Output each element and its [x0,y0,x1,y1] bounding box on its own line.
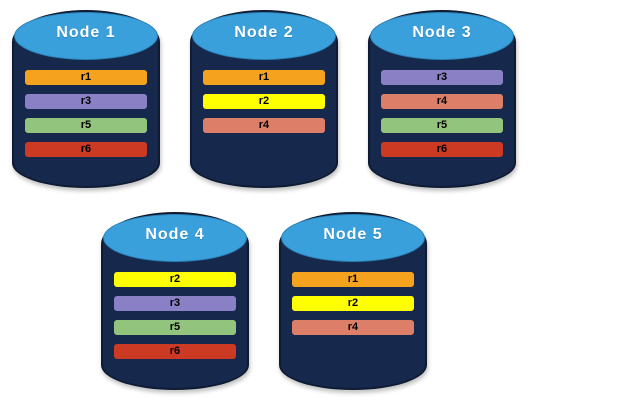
database-node-1[interactable]: Node 1 r1 r3 r5 r6 [12,10,160,188]
replica-bar-r2[interactable]: r2 [203,94,325,109]
database-node-5[interactable]: Node 5 r1 r2 r4 [279,212,427,390]
database-node-4[interactable]: Node 4 r2 r3 r5 r6 [101,212,249,390]
replica-bar-r3[interactable]: r3 [25,94,147,109]
replica-list: r1 r2 r4 [190,70,338,133]
node-title: Node 2 [234,24,294,41]
database-node-3[interactable]: Node 3 r3 r4 r5 r6 [368,10,516,188]
replica-list: r1 r2 r4 [279,272,427,335]
replica-bar-r1[interactable]: r1 [203,70,325,85]
cylinder-top-ellipse [103,214,247,262]
replica-bar-r3[interactable]: r3 [114,296,236,311]
replica-bar-r1[interactable]: r1 [292,272,414,287]
replica-bar-r3[interactable]: r3 [381,70,503,85]
replica-bar-r2[interactable]: r2 [292,296,414,311]
cylinder-top-ellipse [14,12,158,60]
replica-bar-r1[interactable]: r1 [25,70,147,85]
node-title: Node 3 [412,24,472,41]
node-title: Node 4 [145,226,205,243]
replica-bar-r6[interactable]: r6 [381,142,503,157]
replica-bar-r5[interactable]: r5 [25,118,147,133]
replica-list: r3 r4 r5 r6 [368,70,516,157]
replica-bar-r4[interactable]: r4 [381,94,503,109]
cylinder-top-ellipse [370,12,514,60]
node-title: Node 1 [56,24,116,41]
replica-list: r2 r3 r5 r6 [101,272,249,359]
replica-bar-r4[interactable]: r4 [292,320,414,335]
database-node-2[interactable]: Node 2 r1 r2 r4 [190,10,338,188]
replica-bar-r6[interactable]: r6 [25,142,147,157]
replica-bar-r6[interactable]: r6 [114,344,236,359]
replica-bar-r4[interactable]: r4 [203,118,325,133]
replica-bar-r5[interactable]: r5 [381,118,503,133]
replica-list: r1 r3 r5 r6 [12,70,160,157]
replica-bar-r2[interactable]: r2 [114,272,236,287]
cylinder-top-ellipse [192,12,336,60]
cylinder-top-ellipse [281,214,425,262]
node-title: Node 5 [323,226,383,243]
replica-bar-r5[interactable]: r5 [114,320,236,335]
